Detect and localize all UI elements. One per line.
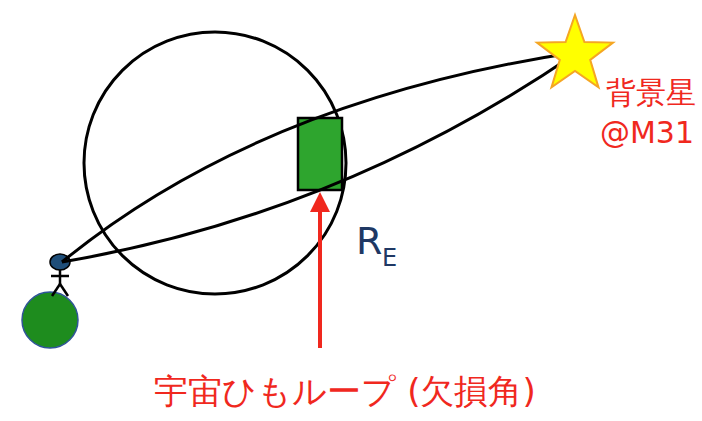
loop-label: 宇宙ひもループ (欠損角) bbox=[154, 372, 535, 411]
observer-figure bbox=[51, 268, 69, 296]
background-star bbox=[537, 15, 613, 87]
string-loop bbox=[298, 118, 342, 190]
radius-subscript: E bbox=[382, 245, 397, 273]
radius-symbol: R bbox=[356, 220, 382, 264]
star-label: 背景星 bbox=[606, 76, 696, 111]
pointer-arrow bbox=[318, 196, 322, 348]
earth bbox=[22, 292, 78, 348]
star-location: @M31 bbox=[600, 116, 694, 151]
